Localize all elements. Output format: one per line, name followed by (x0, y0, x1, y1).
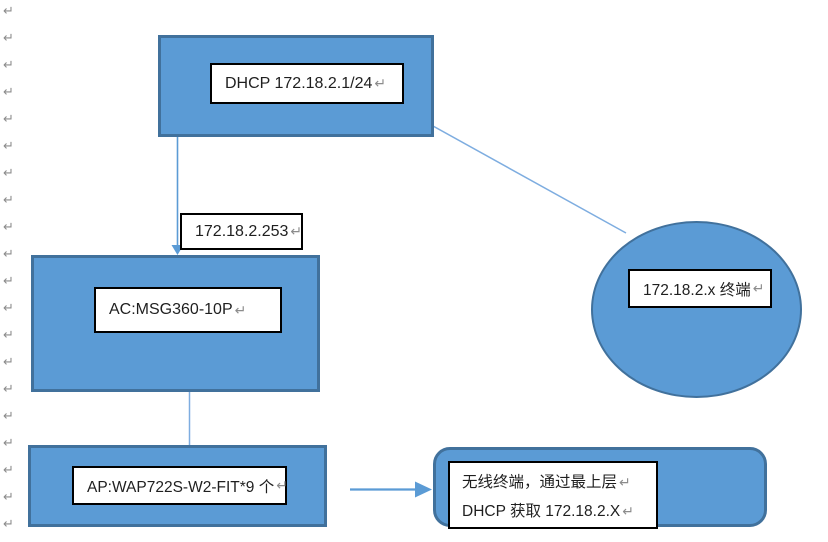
ac-label-text: AC:MSG360-10P (109, 301, 233, 318)
paragraph-mark-icon: ↵ (3, 300, 14, 315)
return-mark-icon: ↵ (752, 280, 765, 296)
paragraph-mark-icon: ↵ (3, 57, 14, 72)
paragraph-mark-icon: ↵ (3, 111, 14, 126)
return-mark-icon: ↵ (619, 474, 631, 490)
paragraph-mark-icon: ↵ (3, 354, 14, 369)
paragraph-mark-icon: ↵ (3, 381, 14, 396)
return-mark-icon: ↵ (374, 75, 387, 91)
label-ap-group[interactable]: AP:WAP722S-W2-FIT*9 个↵ (72, 466, 288, 505)
note-line-2: DHCP 获取 172.18.2.X↵ (462, 503, 634, 520)
label-terminal[interactable]: 172.18.2.x 终端↵ (628, 269, 772, 308)
return-mark-icon: ↵ (276, 477, 288, 493)
ap-label-text: AP:WAP722S-W2-FIT*9 个 (87, 478, 275, 496)
paragraph-mark-icon: ↵ (3, 165, 14, 180)
shape-terminal-ellipse[interactable] (591, 221, 802, 398)
paragraph-mark-icon: ↵ (3, 516, 14, 531)
label-dhcp-server[interactable]: DHCP 172.18.2.1/24↵ (210, 63, 404, 104)
paragraph-mark-icon: ↵ (3, 408, 14, 423)
paragraph-mark-icon: ↵ (3, 3, 14, 18)
paragraph-mark-icon: ↵ (3, 462, 14, 477)
paragraph-mark-icon: ↵ (3, 30, 14, 45)
paragraph-mark-icon: ↵ (3, 327, 14, 342)
label-ac-controller[interactable]: AC:MSG360-10P↵ (94, 287, 282, 333)
paragraph-mark-icon: ↵ (3, 219, 14, 234)
dhcp-label-text: DHCP 172.18.2.1/24 (225, 74, 373, 92)
paragraph-mark-icon: ↵ (3, 138, 14, 153)
paragraph-mark-icon: ↵ (3, 489, 14, 504)
connector-dhcp-to-terminal[interactable] (432, 125, 627, 234)
paragraph-mark-icon: ↵ (3, 246, 14, 261)
return-mark-icon: ↵ (290, 223, 303, 239)
arrowhead-right-icon (415, 481, 432, 498)
return-mark-icon: ↵ (622, 503, 634, 519)
paragraph-mark-icon: ↵ (3, 273, 14, 288)
link-ip-text: 172.18.2.253 (195, 222, 289, 240)
return-mark-icon: ↵ (234, 301, 247, 318)
paragraph-mark-icon: ↵ (3, 84, 14, 99)
note-line-1: 无线终端，通过最上层↵ (462, 474, 631, 491)
paragraph-mark-icon: ↵ (3, 435, 14, 450)
label-link-ip[interactable]: 172.18.2.253↵ (180, 213, 303, 250)
terminal-label-text: 172.18.2.x 终端 (643, 281, 751, 299)
label-note[interactable]: 无线终端，通过最上层↵ DHCP 获取 172.18.2.X↵ (448, 461, 658, 529)
paragraph-mark-icon: ↵ (3, 192, 14, 207)
